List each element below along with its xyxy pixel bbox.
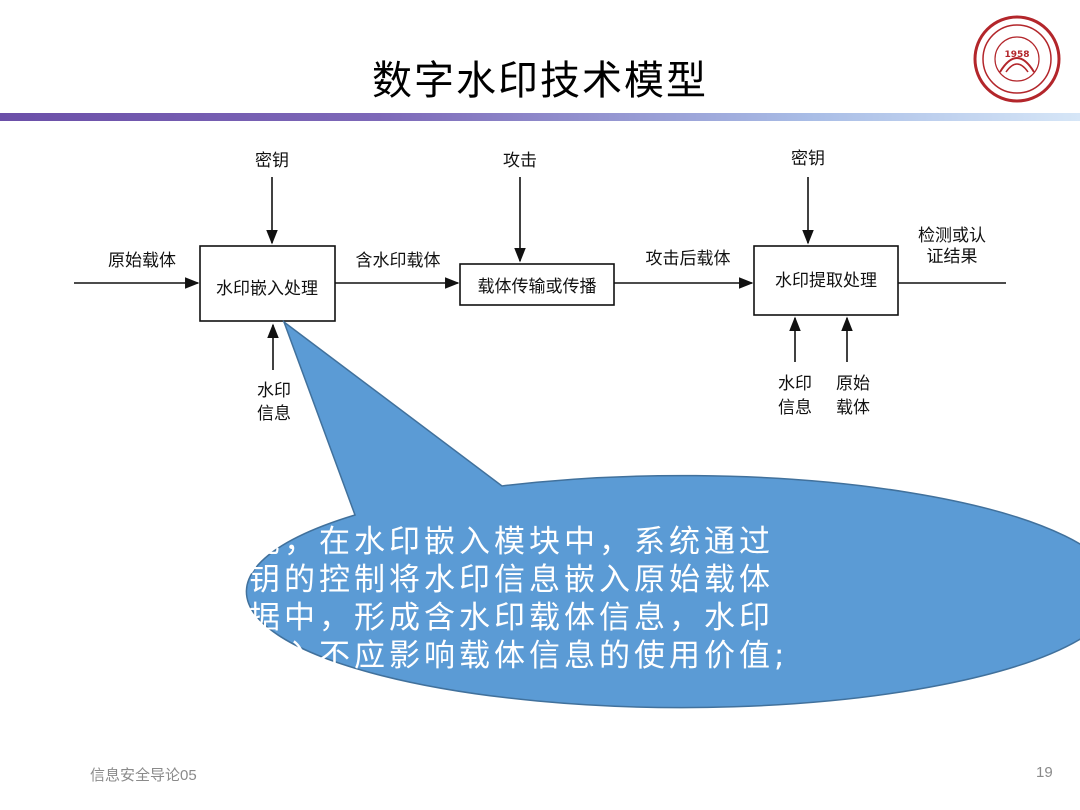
label-original-carrier: 原始载体 — [108, 251, 176, 271]
university-seal-icon: 1958 — [973, 15, 1061, 103]
label-wm-info-left-2: 信息 — [257, 404, 291, 424]
label-wm-info-right-2: 信息 — [778, 398, 812, 418]
footer-course-name: 信息安全导论05 — [90, 767, 197, 784]
logo-year: 1958 — [1004, 50, 1029, 60]
label-wm-info-left-1: 水印 — [257, 381, 291, 401]
label-attacked-carrier: 攻击后载体 — [646, 249, 731, 269]
label-orig-right-2: 载体 — [836, 398, 870, 418]
callout-text: 首先，在水印嵌入模块中，系统通过 密钥的控制将水印信息嵌入原始载体 数据中，形成… — [214, 523, 834, 675]
callout-line-2: 密钥的控制将水印信息嵌入原始载体 — [214, 562, 774, 598]
extract-box-label: 水印提取处理 — [775, 271, 877, 291]
callout-line-1: 首先，在水印嵌入模块中，系统通过 — [214, 524, 774, 560]
embed-box — [199, 245, 336, 322]
extract-box — [753, 245, 899, 316]
callout-bubble — [245, 319, 1080, 709]
page-number: 19 — [1036, 764, 1053, 781]
label-key-left: 密钥 — [255, 151, 289, 171]
callout-line-3: 数据中，形成含水印载体信息，水印 — [214, 600, 774, 636]
transmit-box-label: 载体传输或传播 — [478, 277, 597, 297]
label-orig-right-1: 原始 — [836, 374, 870, 394]
label-key-right: 密钥 — [791, 149, 825, 169]
title-divider — [0, 113, 1080, 121]
label-result-line2: 证结果 — [927, 247, 978, 267]
callout-line-4: 的嵌入不应影响载体信息的使用价值; — [214, 638, 789, 674]
transmit-box — [459, 263, 615, 306]
label-result-line1: 检测或认 — [918, 226, 986, 246]
label-wm-info-right-1: 水印 — [778, 374, 812, 394]
label-watermarked-carrier: 含水印载体 — [356, 251, 441, 271]
embed-box-label: 水印嵌入处理 — [216, 279, 318, 299]
slide-title: 数字水印技术模型 — [372, 58, 708, 104]
label-attack: 攻击 — [503, 151, 537, 171]
